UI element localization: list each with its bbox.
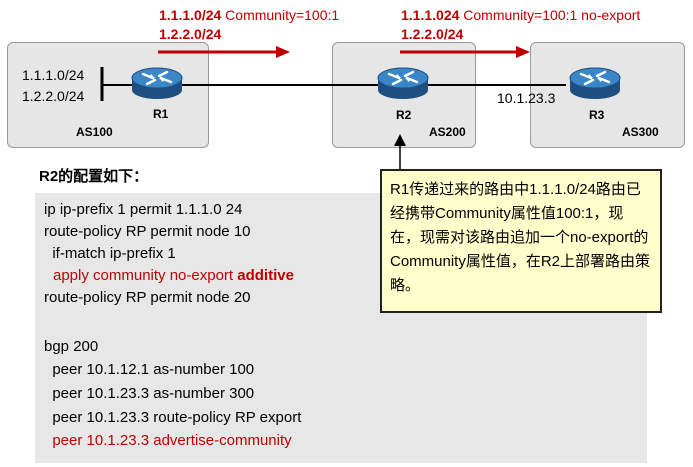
route-community: Community=100:1 no-export — [459, 7, 641, 23]
route-prefix-2: 1.2.2.0/24 — [401, 26, 464, 42]
route-prefix-1: 1.1.1.0/24 — [159, 7, 222, 23]
config-line-highlight: peer 10.1.23.3 advertise-community — [44, 432, 292, 449]
callout-head — [394, 134, 406, 146]
router-r1-label: R1 — [153, 107, 169, 121]
router-r2-icon — [377, 66, 429, 100]
route-info-r1-to-r2: 1.1.1.0/24 Community=100:1 1.2.2.0/24 — [159, 6, 339, 44]
config-additive-text: additive — [237, 267, 294, 284]
router-r3-label: R3 — [589, 108, 605, 122]
config-heading: R2的配置如下： — [39, 168, 149, 185]
route-community: Community=100:1 — [221, 7, 340, 23]
config-line: ip ip-prefix 1 permit 1.1.1.0 24 — [44, 201, 243, 218]
arrow-left-head — [276, 46, 290, 58]
config-line: route-policy RP permit node 20 — [44, 289, 251, 306]
route-prefix-1: 1.1.1.024 — [401, 7, 460, 23]
network-2: 1.2.2.0/24 — [22, 88, 85, 104]
router-r2-label: R2 — [396, 108, 412, 122]
network-1: 1.1.1.0/24 — [22, 67, 85, 83]
config-line: if-match ip-prefix 1 — [44, 245, 176, 262]
explanation-note: R1传递过来的路由中1.1.1.0/24路由已经携带Community属性值10… — [380, 169, 662, 313]
config-line-highlight: apply community no-export additive — [53, 266, 294, 286]
router-r3-icon — [569, 66, 621, 100]
as200-label: AS200 — [429, 125, 466, 139]
r3-address: 10.1.23.3 — [497, 90, 556, 106]
as100-label: AS100 — [76, 125, 113, 139]
config-line: peer 10.1.12.1 as-number 100 — [44, 361, 255, 378]
as300-label: AS300 — [622, 125, 659, 139]
config-apply-text: apply community no-export — [53, 267, 238, 284]
route-info-r2-to-r3: 1.1.1.024 Community=100:1 no-export 1.2.… — [401, 6, 640, 44]
config-line: route-policy RP permit node 10 — [44, 223, 251, 240]
route-prefix-2: 1.2.2.0/24 — [159, 26, 222, 42]
as100-networks: 1.1.1.0/24 1.2.2.0/24 — [22, 65, 84, 107]
config-line: bgp 200 — [44, 338, 99, 355]
config-line: peer 10.1.23.3 route-policy RP export — [44, 409, 302, 426]
arrow-right-head — [516, 46, 530, 58]
config-line: peer 10.1.23.3 as-number 300 — [44, 385, 255, 402]
router-r1-icon — [131, 66, 183, 100]
